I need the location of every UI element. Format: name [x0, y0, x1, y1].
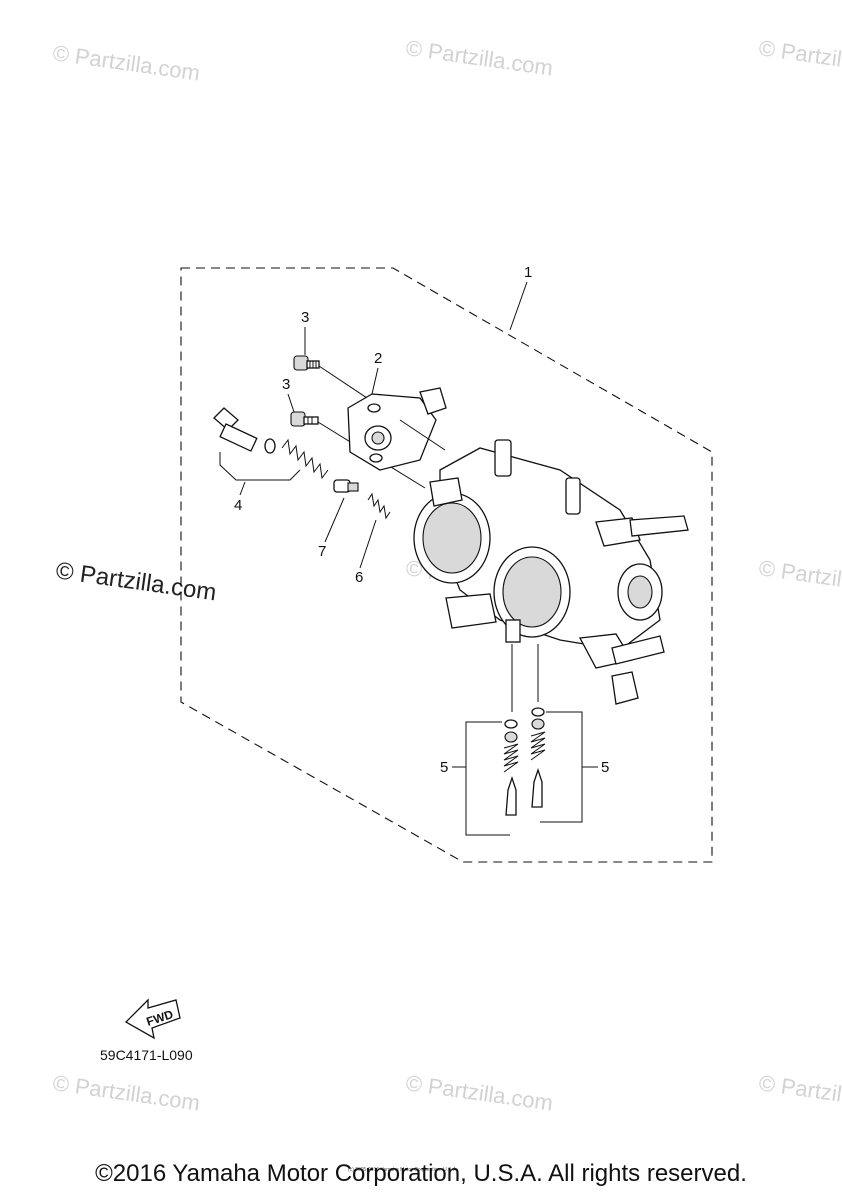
watermark: © Partzilla.com	[757, 555, 842, 600]
watermark: © Partzilla.com	[757, 35, 842, 80]
throttle-body	[413, 439, 689, 705]
callout-7: 7	[318, 543, 326, 560]
plunger-part-7: 7	[318, 479, 359, 560]
watermark-prominent: © Partzilla.com	[54, 557, 218, 606]
watermark: © Partzilla.com	[404, 35, 554, 80]
callout-5a: 5	[440, 759, 448, 776]
callout-1: 1	[524, 264, 532, 281]
watermark: © Partzilla.com	[51, 1070, 201, 1115]
copyright-notice: ©2016 Yamaha Motor Corporation, U.S.A. A…	[95, 1160, 747, 1187]
idle-shaft-part-4: 4	[213, 407, 329, 514]
watermark: © Partzilla.com	[757, 1070, 842, 1115]
callout-5b: 5	[601, 759, 609, 776]
watermark: © Partzilla.com	[404, 1070, 554, 1115]
leader-line	[509, 281, 528, 331]
callout-2: 2	[374, 350, 382, 367]
fwd-arrow-icon: FWD	[124, 998, 181, 1040]
callout-3a: 3	[301, 309, 309, 326]
watermark: © Partzilla.com	[51, 40, 201, 85]
callout-3b: 3	[282, 376, 290, 393]
callout-6: 6	[355, 569, 363, 586]
throttle-position-sensor-part-2: 2	[347, 350, 447, 471]
pilot-screw-set-part-5-left: 5	[440, 644, 519, 836]
spring-part-4	[281, 438, 329, 480]
pilot-screw-set-part-5-right: 5	[530, 644, 609, 823]
spring-part-6: 6	[355, 492, 391, 586]
drawing-code: 59C4171-L090	[100, 1047, 193, 1063]
callout-4: 4	[234, 497, 242, 514]
assembly-outline	[180, 267, 713, 863]
tiny-copyright: (c) 2005-2016 Yamaha Motor Corporation, …	[348, 1167, 458, 1173]
